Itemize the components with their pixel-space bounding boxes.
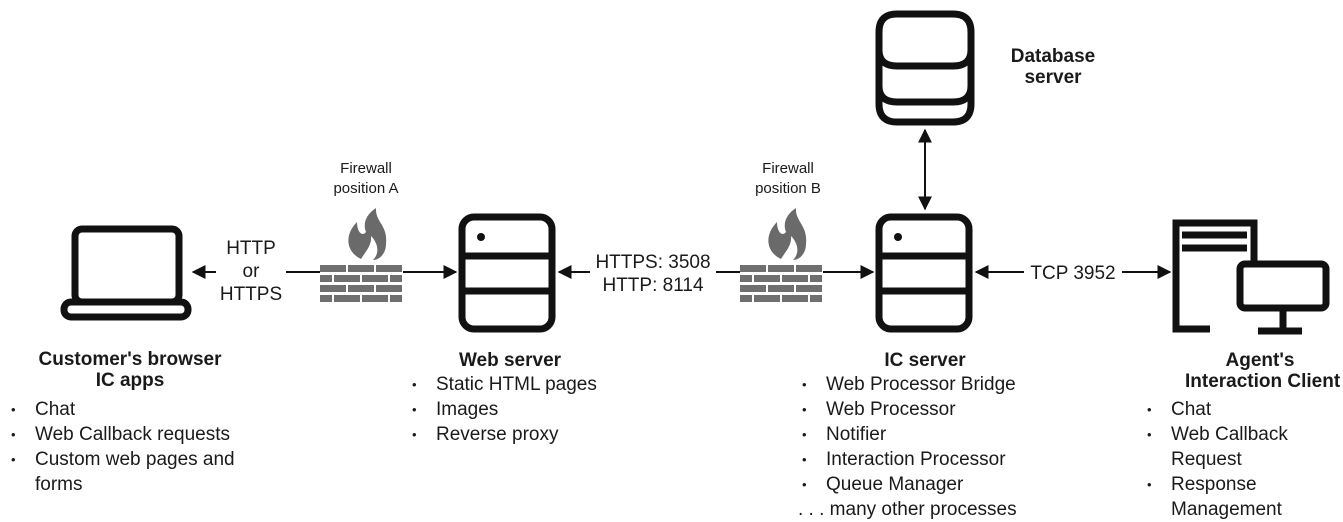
agent-title-line1: Agent's	[1225, 350, 1295, 371]
firewall-b-icon	[740, 208, 822, 302]
http-or-https-label: HTTP or HTTPS	[210, 237, 292, 306]
ic-server-list: Web Processor Bridge Web Processor Notif…	[798, 372, 1058, 522]
list-item: Web Callback requests	[7, 422, 287, 447]
firewall-b-line2: position B	[755, 180, 821, 197]
database-title-line2: server	[1024, 67, 1082, 88]
list-item: Custom web pages and	[7, 447, 287, 472]
firewall-a-line2: position A	[333, 180, 399, 197]
web-ic-ports-label: HTTPS: 3508 HTTP: 8114	[588, 251, 718, 297]
https-label: HTTPS	[219, 284, 283, 305]
web-server-icon	[458, 213, 556, 333]
agent-client-list: Chat Web Callback Request Response Manag…	[1143, 397, 1338, 522]
http-port-label: HTTP: 8114	[602, 275, 704, 296]
list-item: Queue Manager	[798, 472, 1058, 497]
agent-title-line2: Interaction Client	[1185, 371, 1341, 392]
https-port-label: HTTPS: 3508	[595, 252, 711, 273]
ic-server-title: IC server	[884, 350, 966, 371]
customer-title-line2: IC apps	[95, 370, 165, 391]
firewall-a-label: Firewall position A	[306, 159, 426, 199]
firewall-b-label: Firewall position B	[728, 159, 848, 199]
flame-icon	[768, 208, 807, 260]
agent-client-title: Agent's Interaction Client	[1185, 350, 1341, 392]
firewall-b-line1: Firewall	[762, 160, 814, 177]
firewall-a-icon	[320, 208, 402, 302]
list-item-continuation: Request	[1171, 449, 1242, 470]
web-server-list: Static HTML pages Images Reverse proxy	[408, 372, 638, 447]
list-item: Web Callback	[1143, 422, 1338, 447]
list-item: Images	[408, 397, 638, 422]
firewall-a-line1: Firewall	[340, 160, 392, 177]
web-server-title: Web server	[458, 350, 562, 371]
more-processes-text: . . . many other processes	[798, 499, 1017, 520]
customer-title-line1: Customer's browser	[38, 349, 222, 370]
tcp-port-label: TCP 3952	[1030, 263, 1116, 284]
list-item: Web Processor Bridge	[798, 372, 1058, 397]
list-item: Interaction Processor	[798, 447, 1058, 472]
database-server-title: Database server	[998, 46, 1108, 88]
list-item-continuation: forms	[35, 474, 83, 495]
list-item: Response	[1143, 472, 1338, 497]
http-label: HTTP	[226, 238, 276, 259]
list-item: Web Processor	[798, 397, 1058, 422]
database-icon	[875, 10, 975, 126]
list-item-continuation: Management	[1171, 499, 1282, 520]
list-item: Reverse proxy	[408, 422, 638, 447]
customer-apps-list: Chat Web Callback requests Custom web pa…	[7, 397, 287, 497]
list-item: Static HTML pages	[408, 372, 638, 397]
or-label: or	[242, 261, 260, 282]
list-item: Chat	[1143, 397, 1338, 422]
database-title-line1: Database	[1010, 46, 1096, 67]
workstation-icon	[1172, 219, 1330, 335]
flame-icon	[348, 208, 387, 260]
list-item: Notifier	[798, 422, 1058, 447]
laptop-icon	[60, 225, 192, 321]
list-item: Chat	[7, 397, 287, 422]
customer-browser-title: Customer's browser IC apps	[20, 349, 240, 391]
ic-server-icon	[875, 213, 973, 333]
